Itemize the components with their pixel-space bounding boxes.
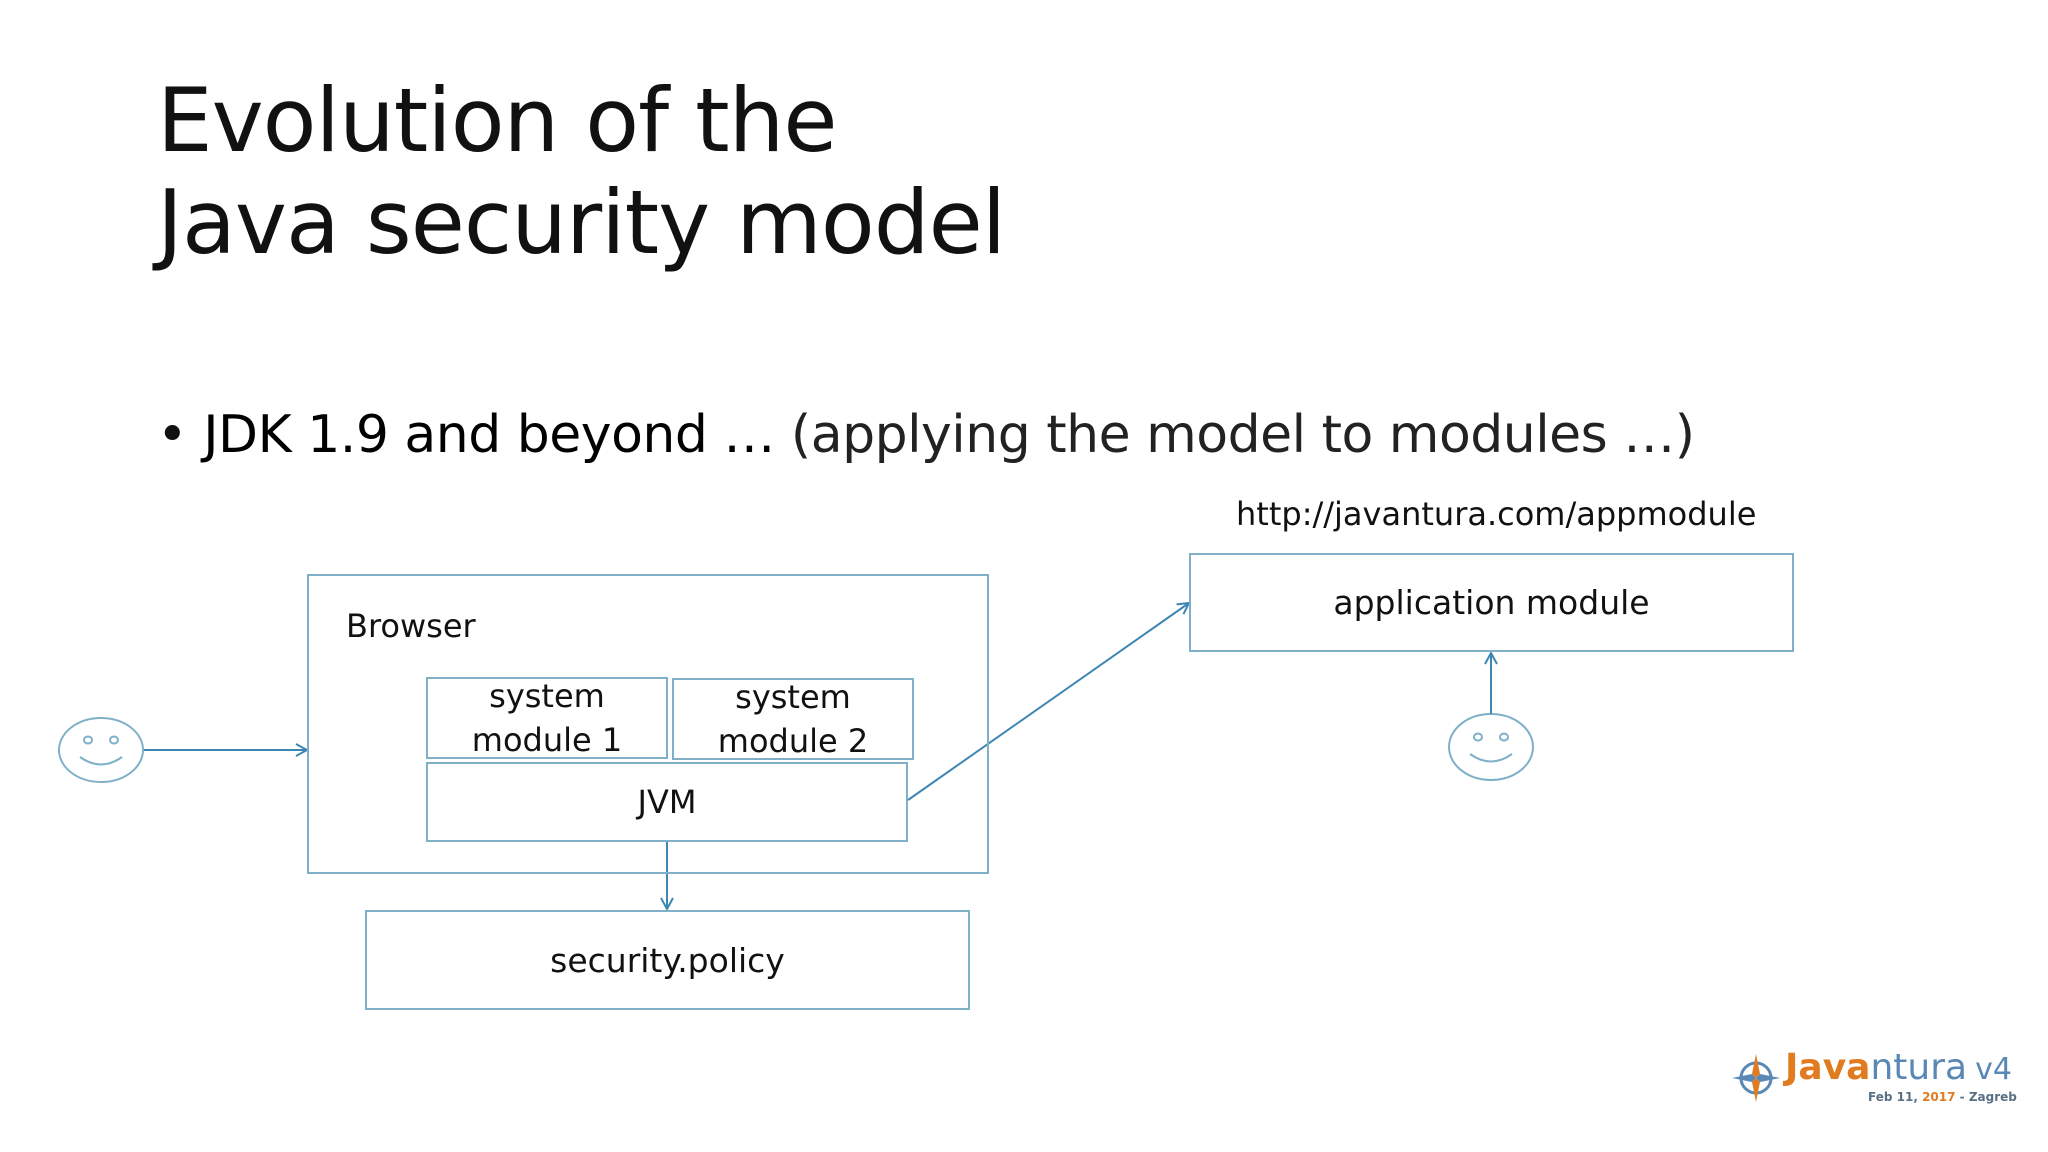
jvm-box: JVM [426, 762, 908, 842]
slide-title-line-2: Java security model [157, 171, 1006, 274]
system-module-1-box: system module 1 [426, 677, 668, 759]
logo-date-prefix: Feb 11, [1868, 1090, 1918, 1104]
browser-label: Browser [346, 607, 476, 645]
logo-date: Feb 11, 2017 - Zagreb [1868, 1090, 2017, 1104]
application-module-label: application module [1333, 583, 1650, 622]
logo-name-rest: ntura [1870, 1047, 1968, 1088]
logo-date-suffix: - Zagreb [1959, 1090, 2017, 1104]
compass-icon [1732, 1054, 1780, 1102]
app-module-url-label: http://javantura.com/appmodule [1236, 495, 1757, 533]
bullet-strong-text: JDK 1.9 and beyond … [203, 405, 775, 465]
system-module-1-line-2: module 1 [471, 721, 623, 759]
bullet-item: • JDK 1.9 and beyond … (applying the mod… [157, 402, 1695, 468]
bullet-marker: • [157, 405, 188, 465]
right-user-smiley-icon [1448, 713, 1534, 781]
browser-box: Browser [307, 574, 989, 874]
logo-name-highlight: Java [1785, 1047, 1871, 1088]
system-module-2-line-2: module 2 [717, 722, 869, 760]
bullet-paren-text: (applying the model to modules …) [790, 405, 1695, 465]
arrow-jvm-to-app-module [907, 603, 1189, 801]
slide-title: Evolution of the Java security model [157, 69, 1006, 274]
jvm-label: JVM [637, 783, 697, 821]
security-policy-label: security.policy [550, 940, 785, 980]
slide-title-line-1: Evolution of the [157, 69, 838, 172]
logo-date-year: 2017 [1922, 1090, 1956, 1104]
left-user-smiley-icon [58, 717, 144, 783]
system-module-2-box: system module 2 [672, 678, 914, 760]
security-policy-box: security.policy [365, 910, 970, 1010]
system-module-1-line-1: system [489, 677, 605, 715]
system-module-2-line-1: system [735, 678, 851, 716]
application-module-box: application module [1189, 553, 1794, 652]
logo-version: v4 [1975, 1052, 2012, 1087]
